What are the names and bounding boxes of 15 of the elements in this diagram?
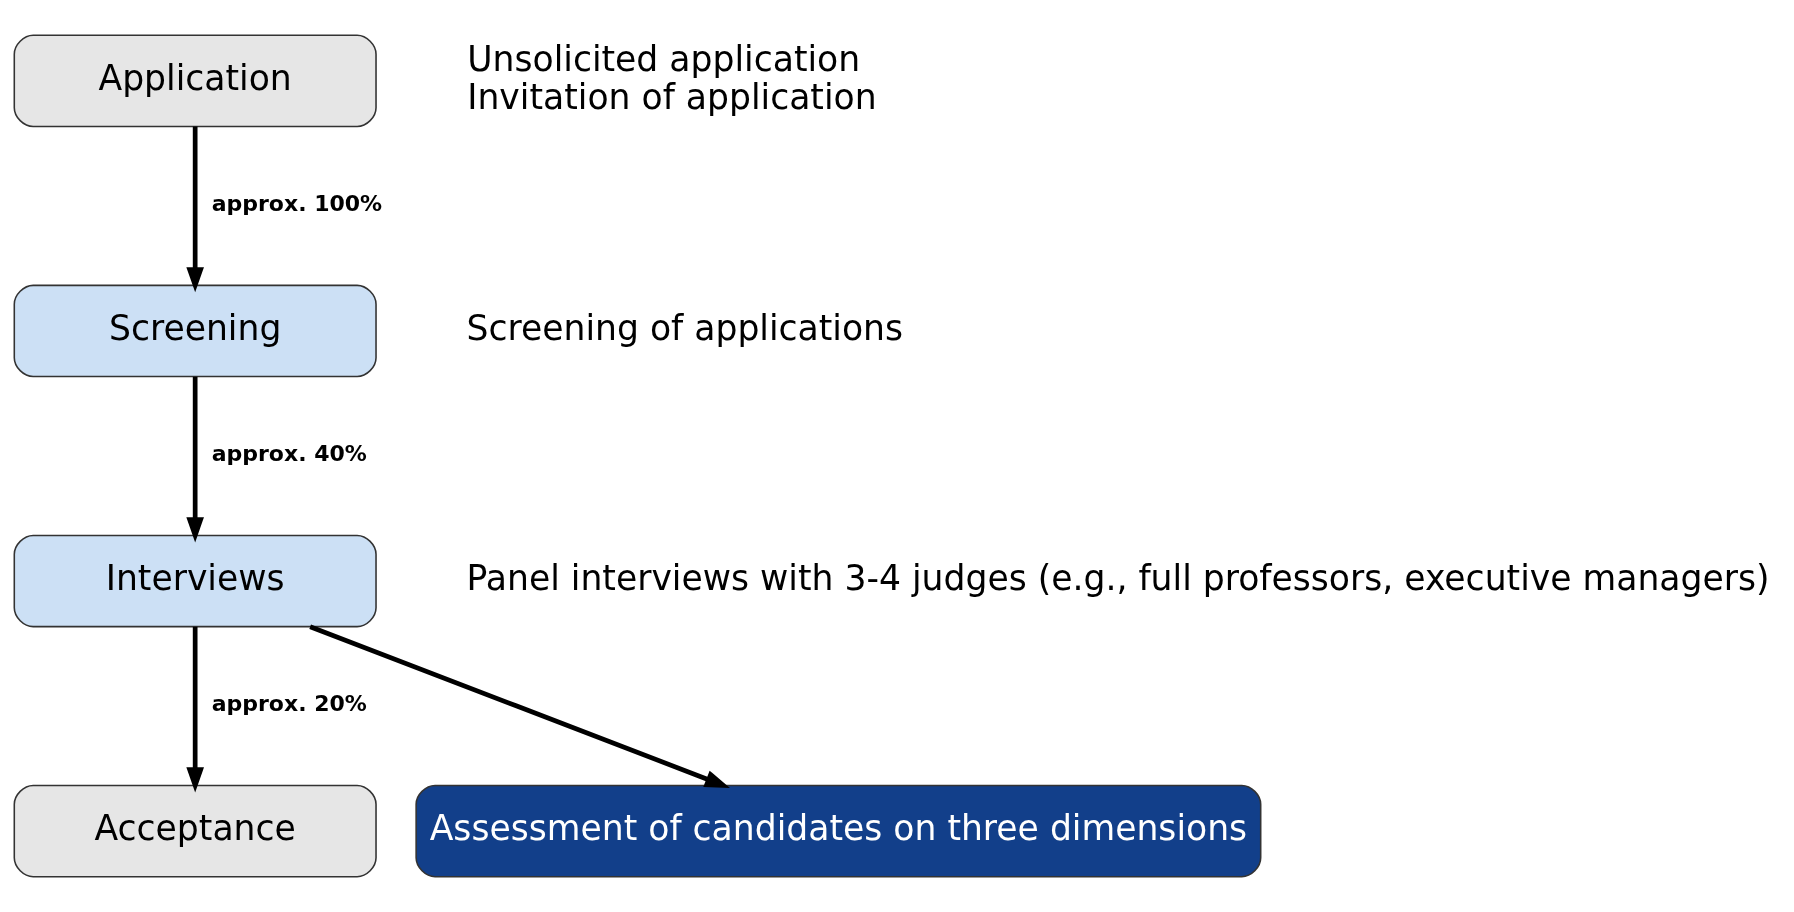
node-box: Assessment of candidates on three dimensions — [415, 784, 1262, 878]
edge-label: approx. 20% — [211, 691, 367, 717]
arrow — [186, 376, 204, 543]
node-box: Screening — [13, 284, 377, 378]
node-label: Screening of applications — [466, 307, 904, 348]
arrow — [186, 126, 204, 293]
node-box: Interviews — [13, 534, 377, 628]
node-label: Panel interviews with 3-4 judges (e.g., full professors, executive managers) — [466, 557, 1770, 598]
edge-label: approx. 100% — [211, 190, 383, 216]
arrow — [309, 624, 730, 788]
edge-label: approx. 40% — [211, 441, 367, 467]
node-label: Unsolicited application — [467, 38, 861, 79]
node-box: Application — [13, 34, 377, 128]
arrow — [186, 626, 204, 793]
node-box: Acceptance — [13, 784, 377, 878]
